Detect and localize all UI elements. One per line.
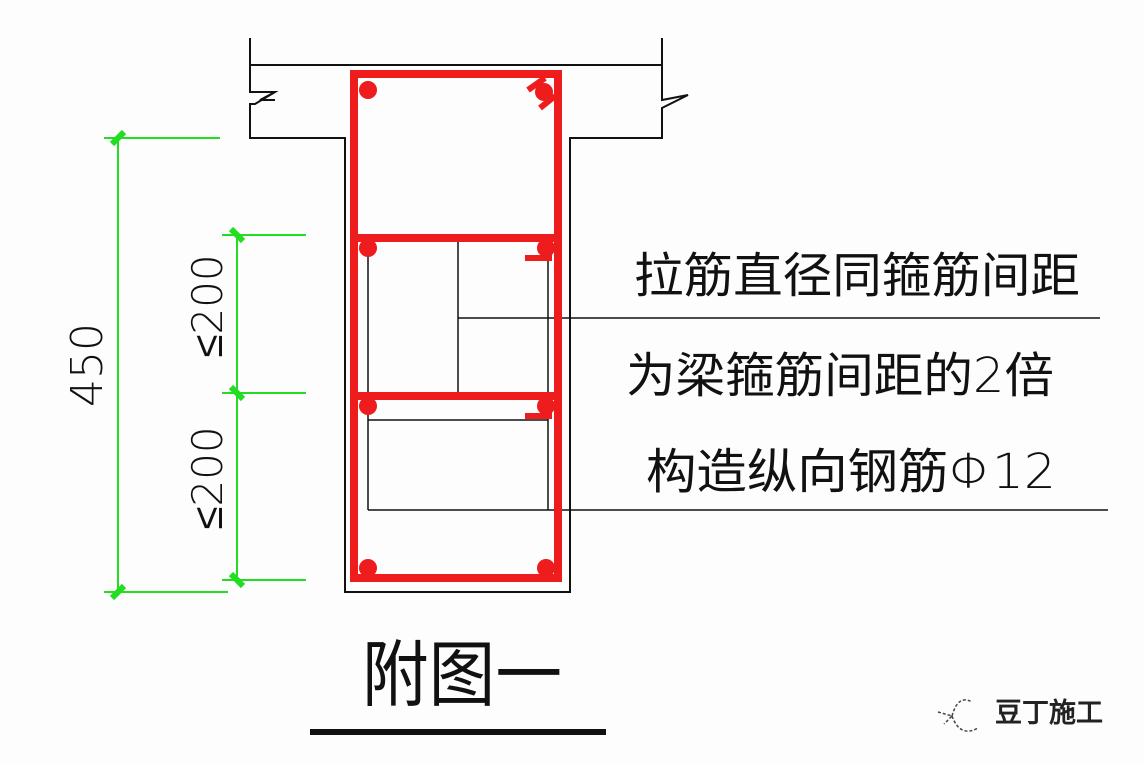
annotation-longitudinal-rebar: 构造纵向钢筋Φ12 <box>646 444 1056 500</box>
annotation-spacing: 为梁箍筋间距的2倍 <box>626 348 1054 404</box>
dimension-upper-spacing: ≤200 <box>183 254 232 357</box>
stirrups <box>350 70 562 582</box>
annotation-tie-bar: 拉筋直径同箍筋间距 <box>634 248 1080 304</box>
watermark-text: 豆丁施工 <box>995 698 1103 729</box>
fish-logo-icon <box>937 699 979 732</box>
dimension-lines <box>104 129 306 601</box>
leader-lines <box>367 238 1108 511</box>
dimension-lower-spacing: ≤200 <box>183 426 232 529</box>
figure-title: 附图一 <box>362 633 562 717</box>
title-underline <box>310 729 606 735</box>
concrete-outline <box>249 38 689 593</box>
dimension-total: 450 <box>62 323 113 407</box>
longitudinal-rebars <box>359 81 555 577</box>
